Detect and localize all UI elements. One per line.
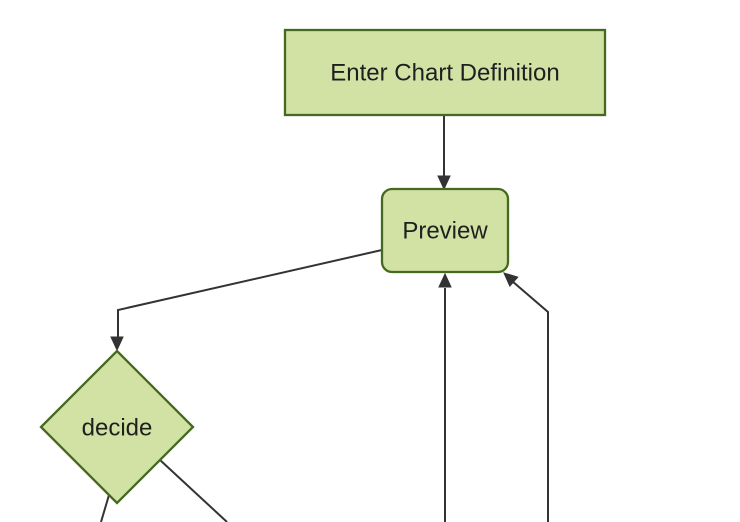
node-enter-chart-definition-shape — [283, 28, 607, 117]
node-decide-label: decide — [82, 415, 153, 442]
node-enter-chart-definition-label: Enter Chart Definition — [330, 60, 559, 87]
edge-preview-to-decide — [117, 249, 383, 339]
node-preview: Preview — [380, 187, 510, 274]
node-enter-chart-definition: Enter Chart Definition — [283, 28, 607, 117]
arrowhead-offscreen-to-preview-icon — [438, 272, 452, 288]
node-preview-shape — [380, 187, 510, 274]
arrowhead-enter-to-preview-icon — [437, 175, 451, 191]
arrowhead-offscreen-right-to-preview-icon — [503, 272, 519, 288]
node-preview-label: Preview — [402, 218, 488, 245]
arrowhead-preview-to-decide-icon — [110, 336, 124, 352]
edge-decide-to-offscreen-right — [159, 459, 228, 522]
edge-decide-to-offscreen-left — [100, 494, 110, 522]
node-decide: decide — [39, 349, 195, 505]
edge-offscreen-right-to-preview — [511, 280, 549, 522]
node-decide-shape — [39, 349, 195, 505]
